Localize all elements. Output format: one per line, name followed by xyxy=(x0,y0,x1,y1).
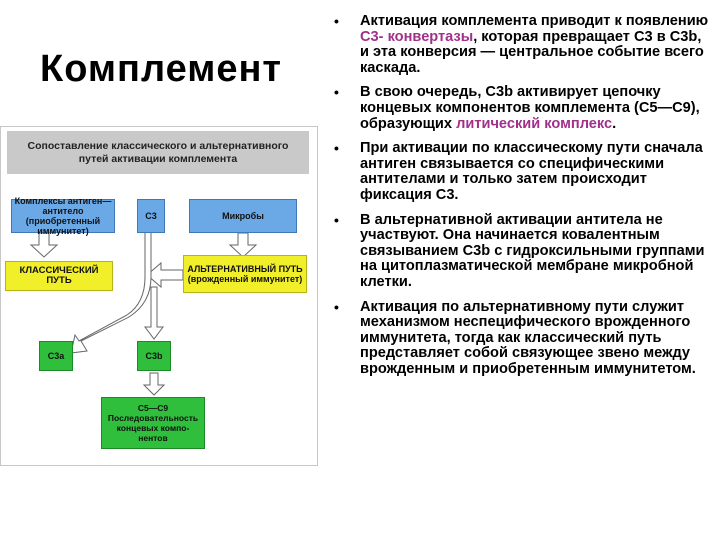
c3a-box: С3а xyxy=(39,341,73,371)
bullet-accent: C3- конвертазы xyxy=(360,28,474,45)
arrow-complexes-down xyxy=(29,232,59,258)
bullet-text-end: , которая превращает C3 в C3b, и эта кон… xyxy=(360,28,704,76)
bullet-list: Активация комплемента приводит к появлен… xyxy=(330,13,714,386)
c3-box: С3 xyxy=(137,199,165,233)
alternative-pathway-box: АЛЬТЕРНАТИВНЫЙ ПУТЬ (врожденный иммуните… xyxy=(183,255,307,293)
bullet-item: Активация по альтернативному пути служит… xyxy=(330,298,714,378)
pathway-arrows xyxy=(29,218,258,396)
bullet-text: Активация по альтернативному пути служит… xyxy=(360,298,696,377)
bullet-item: При активации по классическому пути снач… xyxy=(330,140,714,203)
arrow-c3b-down xyxy=(144,286,164,340)
arrow-c3-stream xyxy=(70,218,152,354)
bullet-text-end: . xyxy=(612,115,617,132)
bullet-item: В альтернативной активации антитела не у… xyxy=(330,211,714,291)
bullet-item: Активация комплемента приводит к появлен… xyxy=(330,13,714,76)
bullet-text: В свою очередь, C3b активирует цепочку к… xyxy=(360,84,700,132)
complexes-box: Комплексы антиген—антитело (приобретенны… xyxy=(11,196,115,236)
arrow-alternative-left xyxy=(146,261,184,289)
arrow-microbes-down xyxy=(228,232,258,258)
arrow-c3b-to-c5 xyxy=(142,372,166,396)
slide-title: Комплемент xyxy=(40,48,283,90)
complement-pathway-figure: Сопоставление классического и альтернати… xyxy=(0,126,318,466)
classical-pathway-box: КЛАССИЧЕСКИЙ ПУТЬ xyxy=(5,261,113,291)
c5c9-box: С5—С9 Последовательность концевых компо-… xyxy=(101,397,205,449)
bullet-item: В свою очередь, C3b активирует цепочку к… xyxy=(330,85,714,132)
figure-header-text: Сопоставление классического и альтернати… xyxy=(27,139,289,165)
bullet-text: Активация комплемента приводит к появлен… xyxy=(360,13,709,29)
c3b-box: С3b xyxy=(137,341,171,371)
bullet-text: В альтернативной активации антитела не у… xyxy=(360,211,705,290)
figure-header: Сопоставление классического и альтернати… xyxy=(7,131,309,174)
bullet-accent: литический комплекс xyxy=(456,115,613,132)
bullet-text: При активации по классическому пути снач… xyxy=(360,140,703,203)
microbes-box: Микробы xyxy=(189,199,297,233)
